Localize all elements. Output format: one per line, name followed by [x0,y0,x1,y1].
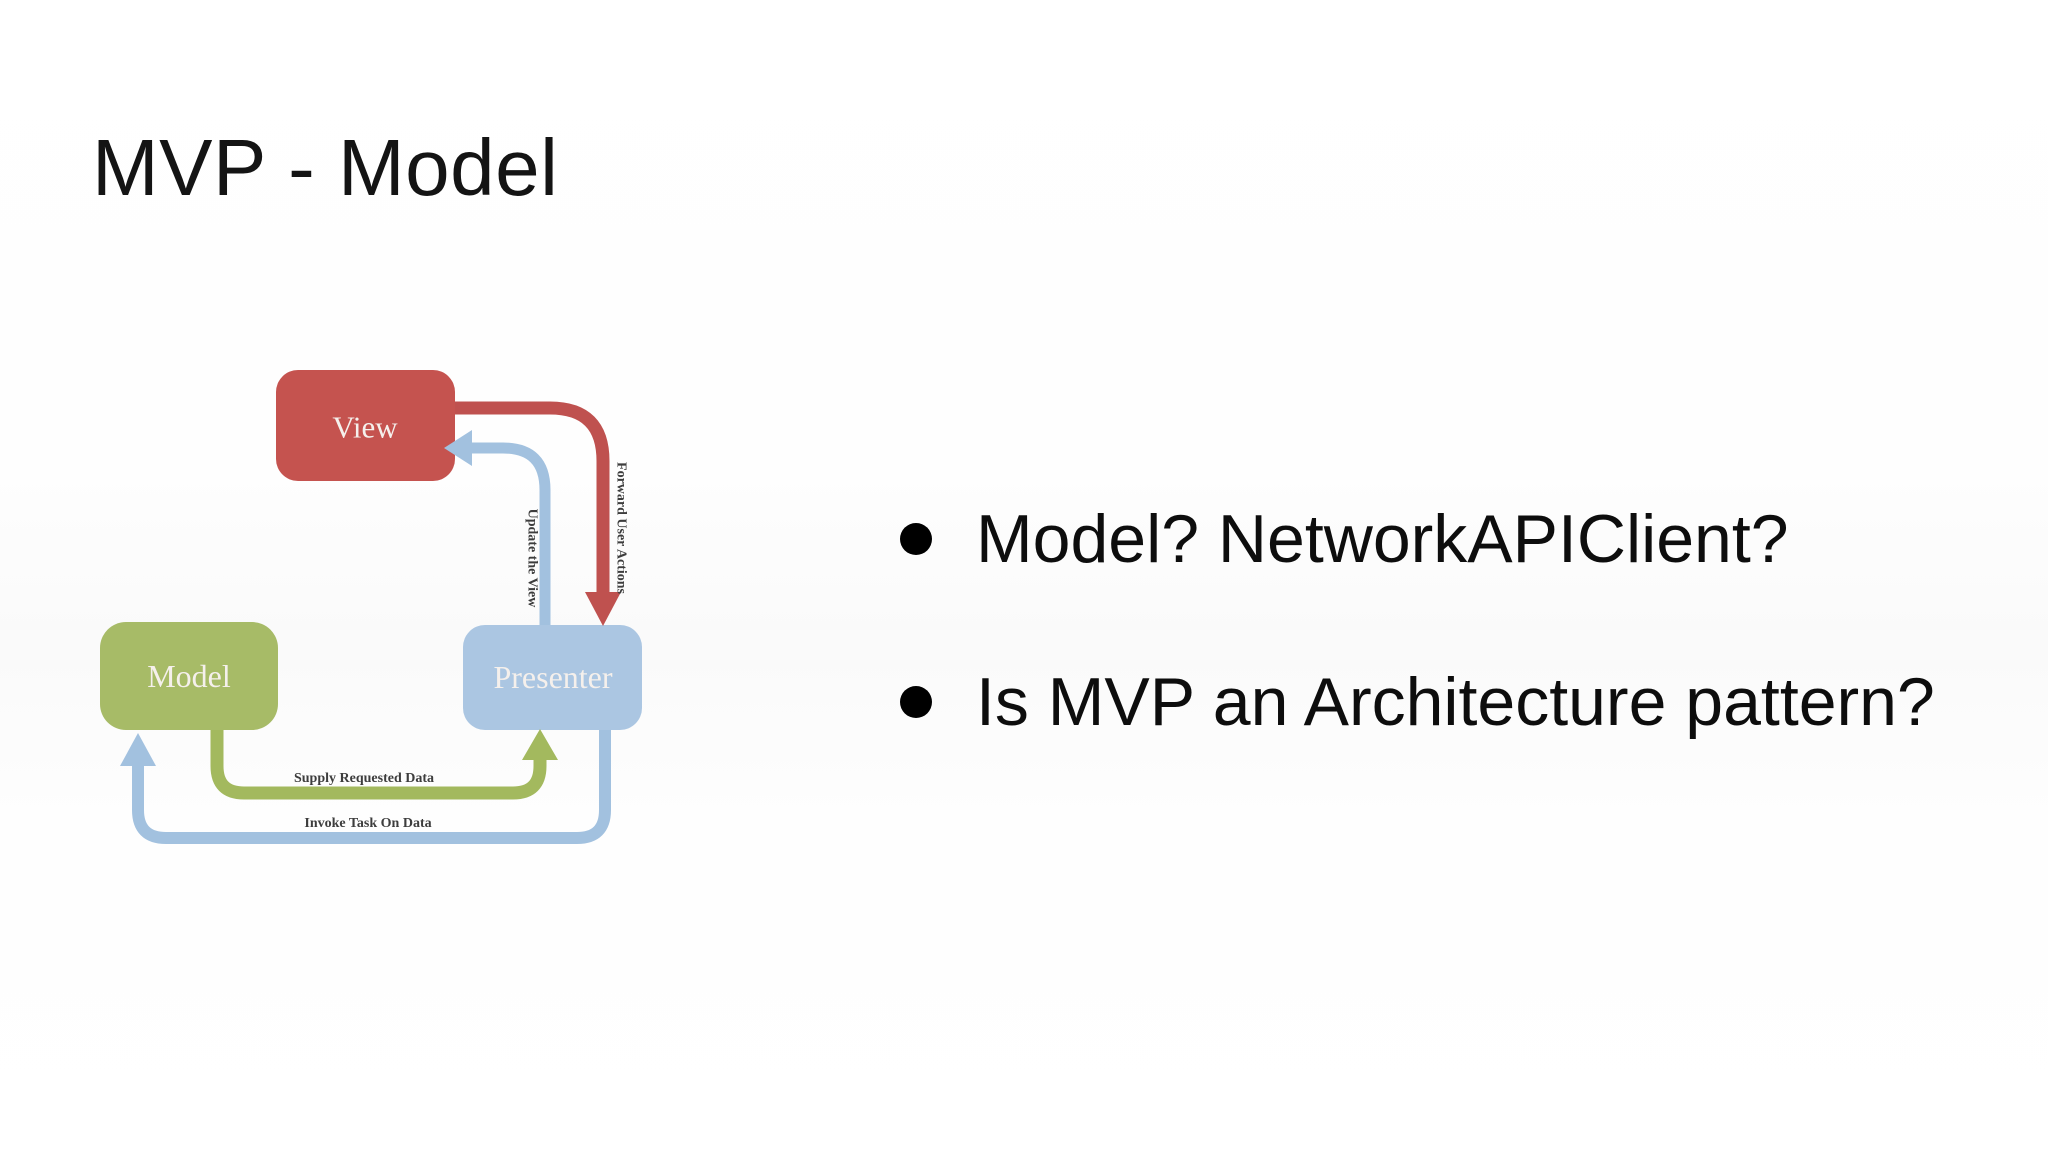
supply-requested-data-arrow [210,728,547,800]
bullet-item: Model? NetworkAPIClient? [900,505,1789,573]
model-node-label: Model [147,658,231,694]
bullet-dot-icon [900,686,932,718]
view-node-label: View [332,410,398,445]
update-arrowhead-icon [444,430,472,466]
supply-arrowhead-icon [522,729,558,760]
bullet-text: Is MVP an Architecture pattern? [976,664,1935,740]
update-the-view-label: Update the View [525,509,540,609]
bullet-text: Model? NetworkAPIClient? [976,501,1789,577]
update-the-view-arrow [472,442,551,626]
mvp-diagram: View Model Presenter Forward User Action… [100,370,642,844]
bullet-dot-icon [900,523,932,555]
supply-requested-data-label: Supply Requested Data [294,771,434,786]
forward-user-actions-arrow [448,401,610,598]
forward-user-actions-label: Forward User Actions [614,462,629,594]
invoke-task-on-data-label: Invoke Task On Data [304,816,431,831]
model-node [100,622,278,730]
invoke-task-on-data-arrow [132,728,611,844]
view-node [276,370,455,481]
presenter-node [463,625,642,730]
invoke-arrowhead-icon [120,733,156,766]
page-title: MVP - Model [92,123,559,212]
presenter-node-label: Presenter [493,659,612,695]
forward-arrowhead-icon [585,592,621,626]
bullet-item: Is MVP an Architecture pattern? [900,668,1935,736]
